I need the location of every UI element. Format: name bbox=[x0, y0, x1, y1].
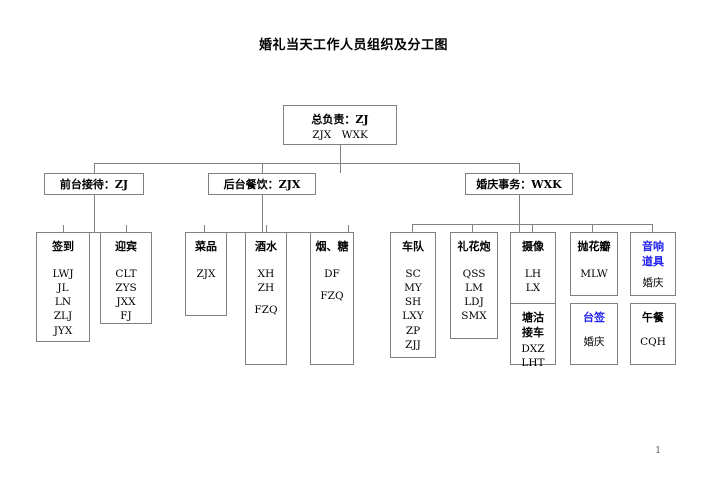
drinks-gap bbox=[246, 295, 286, 303]
cannon-title: 礼花炮 bbox=[457, 240, 491, 253]
greeter-title: 迎宾 bbox=[115, 240, 137, 253]
fleet-member-3: SH bbox=[404, 296, 422, 309]
smoke-member-2: FZQ bbox=[320, 290, 344, 303]
connector-level2-bus bbox=[94, 163, 519, 164]
connector-drop-audio bbox=[652, 224, 653, 232]
pickup-member-2: LHT bbox=[521, 356, 545, 369]
node-signin: 签到 LWJ JL LN ZLJ JYX bbox=[36, 232, 90, 342]
node-drinks: 酒水 XH ZH FZQ bbox=[245, 232, 287, 365]
greeter-member-2: ZYS bbox=[115, 282, 137, 295]
smoke-gap bbox=[311, 281, 353, 289]
video-title: 摄像 bbox=[522, 240, 544, 253]
node-videography: 摄像 LH LX bbox=[510, 232, 556, 308]
drinks-title: 酒水 bbox=[255, 240, 277, 253]
petals-title: 抛花瓣 bbox=[577, 240, 611, 253]
cannon-member-4: SMX bbox=[461, 310, 487, 323]
node-audio-props: 音响 道具 婚庆 bbox=[630, 232, 676, 296]
node-lunch: 午餐 CQH bbox=[630, 303, 676, 365]
reception-header: 前台接待：ZJ bbox=[59, 178, 129, 191]
fleet-member-5: ZP bbox=[405, 324, 421, 337]
fleet-member-2: MY bbox=[404, 282, 422, 295]
root-members: ZJX WXK bbox=[312, 128, 368, 141]
signin-member-3: LN bbox=[54, 296, 72, 309]
node-fleet: 车队 SC MY SH LXY ZP ZJJ bbox=[390, 232, 436, 358]
dishes-member-1: ZJX bbox=[196, 267, 216, 280]
node-flower-cannon: 礼花炮 QSS LM LDJ SMX bbox=[450, 232, 498, 339]
audio-member-1: 婚庆 bbox=[642, 276, 664, 289]
connector-reception-stem bbox=[94, 195, 95, 232]
signin-member-4: ZLJ bbox=[53, 310, 73, 323]
lunch-title: 午餐 bbox=[642, 311, 664, 324]
fleet-title: 车队 bbox=[402, 240, 424, 253]
wedding-header: 婚庆事务：WXK bbox=[476, 178, 562, 191]
cannon-member-1: QSS bbox=[462, 267, 486, 280]
signin-member-5: JYX bbox=[53, 324, 73, 337]
connector-root-stem bbox=[340, 145, 341, 173]
connector-drop-greeter bbox=[126, 225, 127, 232]
root-header: 总负责：ZJ bbox=[311, 113, 369, 126]
node-smoke-candy: 烟、糖 DF FZQ bbox=[310, 232, 354, 365]
fleet-member-6: ZJJ bbox=[405, 338, 421, 351]
connector-drop-fleet bbox=[412, 224, 413, 232]
pickup-title-line2: 接车 bbox=[522, 325, 544, 339]
fleet-member-1: SC bbox=[405, 267, 421, 280]
cannon-member-2: LM bbox=[465, 282, 483, 295]
node-table-placard: 台签 婚庆 bbox=[570, 303, 618, 365]
signin-member-2: JL bbox=[57, 282, 69, 295]
drinks-member-3: FZQ bbox=[254, 304, 278, 317]
connector-wedding-stem bbox=[519, 195, 520, 232]
lunch-member-1: CQH bbox=[640, 335, 666, 348]
petals-member-1: MLW bbox=[580, 267, 608, 280]
greeter-member-3: JXX bbox=[116, 296, 136, 309]
dishes-title: 菜品 bbox=[195, 240, 217, 253]
connector-drop-drinks bbox=[266, 225, 267, 232]
connector-drop-catering bbox=[262, 163, 263, 173]
signin-title: 签到 bbox=[52, 240, 74, 253]
connector-drop-video bbox=[532, 224, 533, 232]
connector-drop-dishes bbox=[204, 225, 205, 232]
placard-title: 台签 bbox=[583, 311, 605, 324]
node-wedding-affairs: 婚庆事务：WXK bbox=[465, 173, 573, 195]
video-member-2: LX bbox=[525, 282, 541, 295]
node-dishes: 菜品 ZJX bbox=[185, 232, 227, 316]
connector-catering-stem bbox=[262, 195, 263, 232]
pickup-member-1: DXZ bbox=[521, 342, 545, 355]
connector-drop-cannon bbox=[472, 224, 473, 232]
greeter-member-4: FJ bbox=[120, 310, 132, 323]
node-tanggu-pickup: 塘沽 接车 DXZ LHT bbox=[510, 303, 556, 369]
node-root-director: 总负责：ZJ ZJX WXK bbox=[283, 105, 397, 145]
pickup-title-line1: 塘沽 bbox=[522, 311, 544, 324]
audio-title-line1: 音响 bbox=[642, 240, 664, 253]
smoke-title: 烟、糖 bbox=[315, 240, 349, 253]
connector-drop-signin bbox=[63, 225, 64, 232]
node-greeter: 迎宾 CLT ZYS JXX FJ bbox=[100, 232, 152, 324]
video-member-1: LH bbox=[524, 267, 542, 280]
cannon-member-3: LDJ bbox=[464, 296, 484, 309]
node-front-desk-reception: 前台接待：ZJ bbox=[44, 173, 144, 195]
page-number: 1 bbox=[655, 446, 661, 456]
node-backstage-catering: 后台餐饮：ZJX bbox=[208, 173, 316, 195]
connector-reception-bus bbox=[63, 232, 126, 233]
page-title: 婚礼当天工作人员组织及分工图 bbox=[258, 38, 448, 53]
drinks-member-2: ZH bbox=[257, 282, 275, 295]
audio-title-line2: 道具 bbox=[642, 254, 664, 268]
connector-drop-reception bbox=[94, 163, 95, 173]
connector-drop-smoke bbox=[348, 225, 349, 232]
placard-member-1: 婚庆 bbox=[583, 335, 605, 348]
greeter-member-1: CLT bbox=[115, 267, 137, 280]
signin-member-1: LWJ bbox=[52, 267, 74, 280]
fleet-member-4: LXY bbox=[402, 310, 424, 323]
drinks-member-1: XH bbox=[257, 267, 275, 280]
connector-drop-wedding bbox=[519, 163, 520, 173]
node-petal-toss: 抛花瓣 MLW bbox=[570, 232, 618, 296]
smoke-member-1: DF bbox=[324, 267, 340, 280]
catering-header: 后台餐饮：ZJX bbox=[223, 178, 301, 191]
connector-drop-petals bbox=[592, 224, 593, 232]
